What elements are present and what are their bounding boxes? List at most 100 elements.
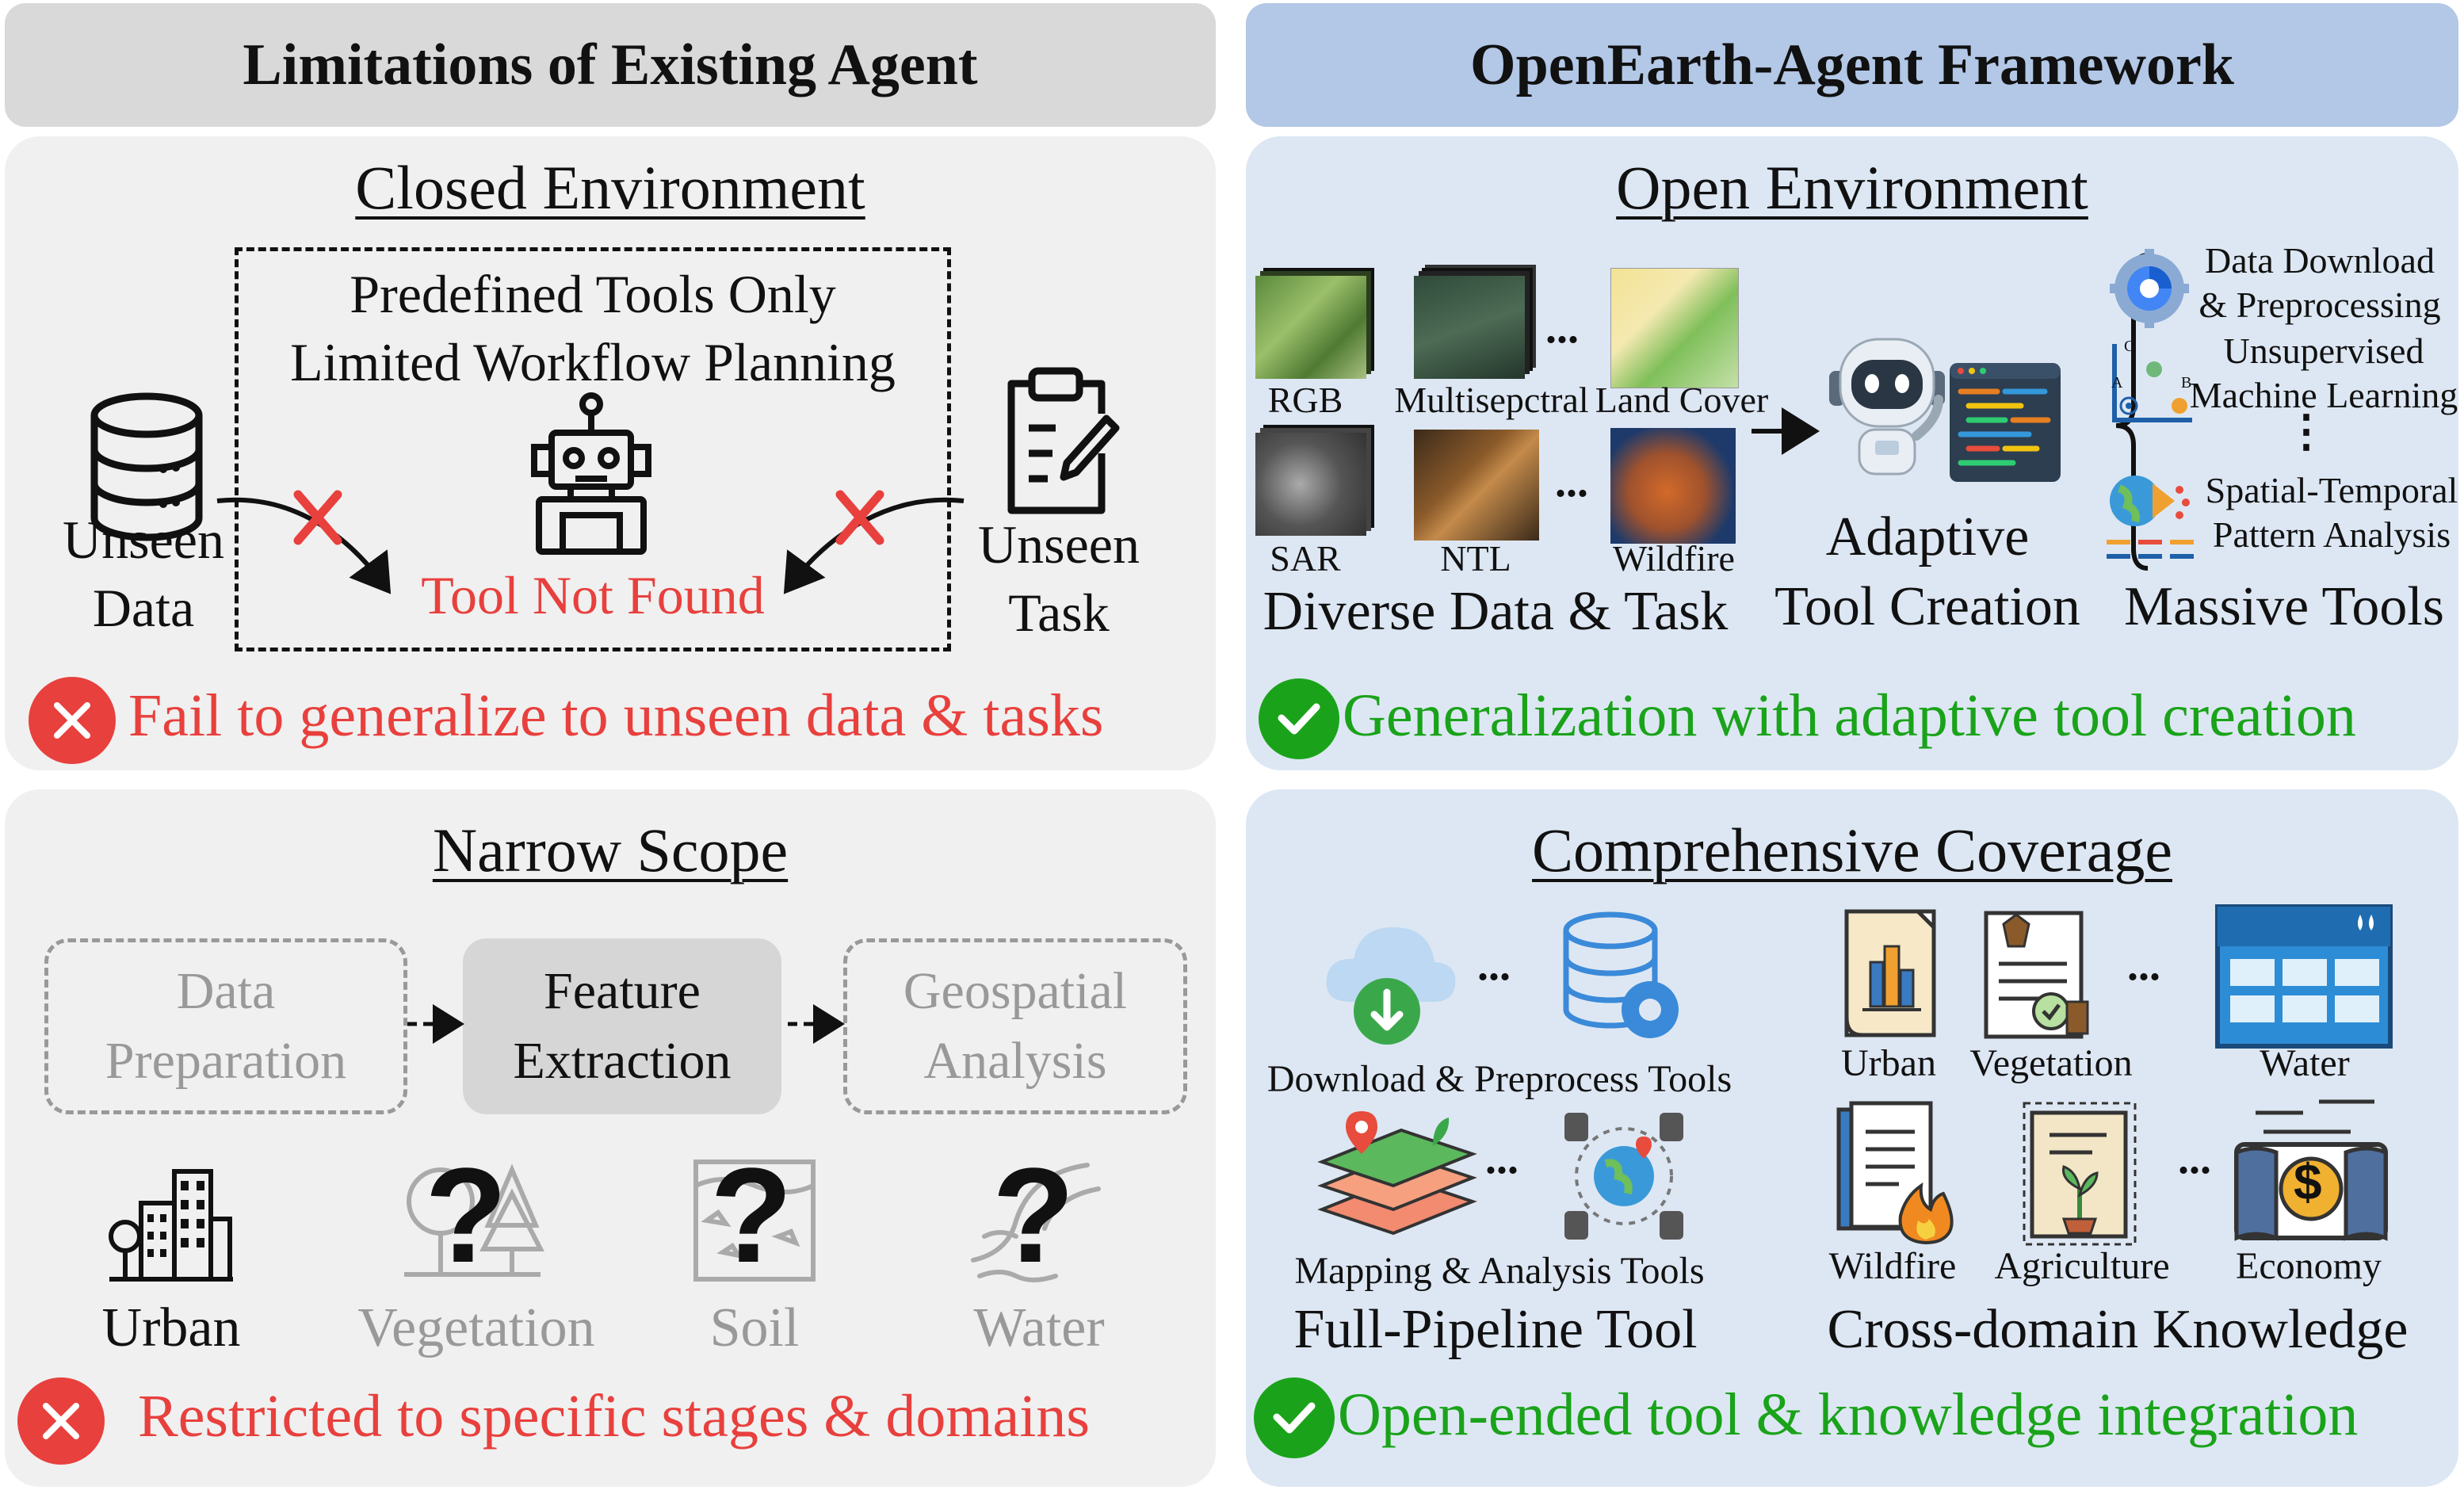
domain-ellipsis-top: ... — [2127, 941, 2160, 990]
closed-environment-panel: Closed Environment Predefined Tools Only… — [5, 136, 1216, 770]
diverse-data-label: Diverse Data & Task — [1263, 581, 1729, 642]
closed-environment-title: Closed Environment — [355, 153, 865, 222]
soil-layers-icon — [693, 1160, 816, 1282]
vegetation-document-icon — [1984, 911, 2089, 1039]
cloud-download-icon — [1326, 926, 1456, 1045]
stage2-line1: Feature — [544, 962, 701, 1020]
rgb-label: RGB — [1267, 380, 1343, 420]
unknown-water-mark: ? — [992, 1140, 1075, 1291]
multispectral-image-thumbnail — [1414, 276, 1525, 379]
fail-x-icon — [29, 677, 116, 764]
domain-water: Water — [973, 1297, 1105, 1358]
open-environment-panel: Open Environment RGB Multisepctral ... L… — [1246, 136, 2458, 770]
agriculture-document-icon — [2023, 1102, 2137, 1246]
unseen-task-label-2: Task — [1008, 583, 1110, 643]
mapping-tools-label: Mapping & Analysis Tools — [1294, 1250, 1705, 1292]
ntl-image-thumbnail — [1414, 430, 1539, 541]
domain-ellipsis-bottom: ... — [2178, 1134, 2211, 1183]
sar-image-thumbnail — [1255, 433, 1366, 536]
water-waves-icon — [971, 1163, 1101, 1282]
massive-tools-label: Massive Tools — [2123, 576, 2445, 637]
domain-vegetation: Vegetation — [357, 1297, 595, 1358]
tool-unsupervised-2: Machine Learning — [2189, 375, 2458, 415]
success-check-icon — [1259, 678, 1339, 759]
cross-domain-wildfire: Wildfire — [1828, 1245, 1957, 1287]
land-cover-label: Land Cover — [1595, 380, 1769, 420]
ai-agent-robot-icon — [1829, 338, 1945, 476]
integration-verdict: Open-ended tool & knowledge integration — [1338, 1381, 2359, 1448]
tools-vertical-ellipsis: ⋮ — [2284, 407, 2328, 457]
wildfire-label: Wildfire — [1613, 538, 1735, 579]
tool-data-download-2: & Preprocessing — [2198, 285, 2441, 325]
narrow-scope-title: Narrow Scope — [432, 816, 789, 884]
right-header: OpenEarth-Agent Framework — [1246, 3, 2458, 127]
adaptive-label-1: Adaptive — [1825, 506, 2030, 567]
unseen-data-label-2: Data — [92, 578, 195, 638]
database-gear-icon — [1563, 911, 1679, 1038]
predefined-tools-box — [235, 247, 951, 651]
tool-data-download-1: Data Download — [2205, 240, 2435, 281]
success-check-icon-2 — [1254, 1377, 1335, 1458]
cross-domain-vegetation: Vegetation — [1969, 1042, 2133, 1084]
economy-dollar-sign: $ — [2294, 1153, 2322, 1210]
tool-spatial-1: Spatial-Temporal — [2205, 470, 2458, 510]
predefined-tools-label: Predefined Tools Only — [350, 264, 836, 324]
open-environment-title: Open Environment — [1616, 153, 2088, 222]
sar-label: SAR — [1270, 538, 1341, 579]
wildfire-document-icon — [1836, 1101, 1954, 1245]
globe-network-icon — [1564, 1113, 1683, 1240]
tool-unsupervised-1: Unsupervised — [2223, 330, 2424, 371]
left-header: Limitations of Existing Agent — [5, 3, 1216, 127]
water-dashboard-icon — [2215, 904, 2393, 1049]
blocked-arrows — [216, 490, 965, 594]
tool-not-found-label: Tool Not Found — [421, 565, 765, 625]
data-ellipsis-top: ... — [1545, 304, 1579, 353]
land-cover-map-thumbnail — [1610, 268, 1739, 388]
fail-verdict: Fail to generalize to unseen data & task… — [128, 682, 1104, 749]
rgb-image-thumbnail — [1255, 276, 1366, 379]
full-pipeline-label: Full-Pipeline Tool — [1293, 1299, 1698, 1360]
mapping-layers-icon — [1317, 1111, 1477, 1236]
cluster-label-b: B — [2181, 374, 2192, 392]
cross-domain-urban: Urban — [1841, 1042, 1936, 1084]
trees-icon — [404, 1163, 544, 1277]
economy-map-icon — [2234, 1099, 2388, 1241]
city-buildings-icon — [109, 1169, 233, 1282]
comprehensive-coverage-title: Comprehensive Coverage — [1532, 816, 2172, 884]
stage-arrows — [407, 1004, 845, 1044]
database-icon — [90, 392, 203, 541]
unseen-task-label-1: Unseen — [978, 514, 1140, 575]
tool-spatial-2: Pattern Analysis — [2212, 514, 2451, 555]
robot-icon — [531, 392, 651, 555]
unknown-soil-mark: ? — [710, 1140, 793, 1291]
limited-planning-label: Limited Workflow Planning — [290, 332, 896, 392]
fail-x-icon-2 — [17, 1377, 105, 1465]
mapping-ellipsis: ... — [1485, 1134, 1519, 1183]
stage2-line2: Extraction — [513, 1032, 732, 1090]
cross-domain-water: Water — [2260, 1042, 2350, 1084]
domain-soil: Soil — [709, 1297, 800, 1358]
cross-domain-label: Cross-domain Knowledge — [1827, 1299, 2409, 1360]
urban-document-icon — [1844, 909, 1936, 1037]
ntl-label: NTL — [1440, 538, 1511, 579]
google-cloud-gear-icon — [2110, 249, 2189, 328]
stage1-line2: Preparation — [105, 1032, 347, 1090]
cross-domain-economy: Economy — [2236, 1245, 2382, 1287]
download-ellipsis: ... — [1477, 941, 1511, 990]
spatial-temporal-icon — [2107, 476, 2194, 559]
cluster-label-a: A — [2111, 374, 2123, 392]
data-ellipsis-bottom: ... — [1555, 457, 1588, 506]
clustering-chart-icon — [2112, 344, 2192, 422]
adaptive-label-2: Tool Creation — [1774, 576, 2080, 637]
right-header-title: OpenEarth-Agent Framework — [1470, 32, 2234, 97]
stage1-line1: Data — [176, 962, 276, 1020]
left-header-title: Limitations of Existing Agent — [243, 32, 978, 97]
download-tools-label: Download & Preprocess Tools — [1266, 1058, 1732, 1100]
cross-domain-agriculture: Agriculture — [1994, 1245, 2170, 1287]
code-editor-icon — [1950, 363, 2061, 482]
wildfire-map-thumbnail — [1610, 428, 1736, 544]
